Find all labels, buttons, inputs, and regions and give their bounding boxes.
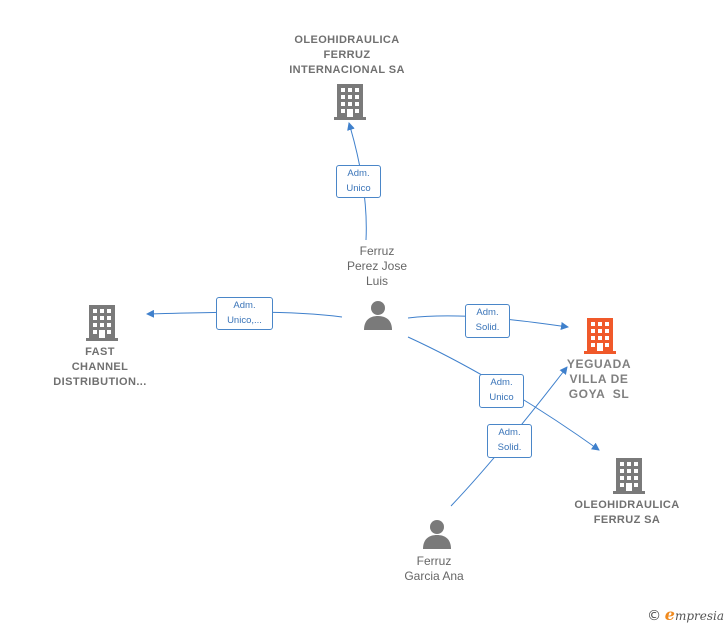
label-line: INTERNACIONAL SA — [289, 64, 405, 76]
edge-label-to-fast-channel[interactable]: Adm. Unico,... — [216, 297, 273, 330]
label-line: Ferruz — [416, 554, 452, 568]
building-icon[interactable] — [613, 458, 645, 494]
edge-label-line: Adm. — [347, 168, 370, 179]
label-line: OLEOHIDRAULICA — [574, 499, 680, 511]
edge-label-line: Adm. — [498, 427, 521, 438]
label-line: OLEOHIDRAULICA — [294, 34, 400, 46]
edge-label-to-internacional[interactable]: Adm. Unico — [336, 165, 381, 198]
brand-watermark: © empresia — [647, 605, 724, 624]
building-icon[interactable] — [86, 305, 118, 341]
edge-label-to-ferruz-sa[interactable]: Adm. Unico — [479, 374, 524, 408]
edge-label-line: Unico — [346, 183, 371, 194]
label-line: DISTRIBUTION... — [53, 376, 147, 388]
label-line: Ferruz — [359, 244, 395, 258]
edge-label-ana-to-yeguada[interactable]: Adm. Solid. — [487, 424, 532, 458]
edge-label-line: Adm. — [476, 307, 499, 318]
label-line: FAST — [85, 346, 115, 358]
brand-name: mpresia — [674, 609, 724, 623]
company-label-fast-channel[interactable]: FAST CHANNEL DISTRIBUTION... — [30, 345, 170, 390]
person-icon[interactable] — [362, 300, 394, 330]
label-line: CHANNEL — [71, 361, 129, 373]
company-label-yeguada[interactable]: YEGUADA VILLA DE GOYA SL — [554, 357, 644, 402]
building-icon[interactable] — [334, 84, 366, 120]
edge-label-to-yeguada[interactable]: Adm. Solid. — [465, 304, 510, 338]
label-line: Garcia Ana — [404, 569, 464, 583]
label-line: Luis — [365, 274, 388, 288]
company-label-ferruz-internacional[interactable]: OLEOHIDRAULICA FERRUZ INTERNACIONAL SA — [277, 33, 417, 78]
building-icon[interactable] — [584, 318, 616, 354]
label-line: FERRUZ — [323, 49, 371, 61]
edge-label-line: Unico — [489, 392, 514, 403]
label-line: Perez Jose — [346, 259, 408, 273]
company-label-ferruz-sa[interactable]: OLEOHIDRAULICA FERRUZ SA — [557, 498, 697, 528]
brand-initial: e — [664, 605, 675, 624]
label-line: VILLA DE — [569, 372, 629, 386]
edge-label-line: Adm. — [490, 377, 513, 388]
person-label-ferruz-perez-jose-luis[interactable]: Ferruz Perez Jose Luis — [322, 244, 432, 289]
edge-label-line: Unico,... — [227, 315, 262, 326]
label-line: FERRUZ SA — [593, 514, 661, 526]
label-line: YEGUADA — [566, 357, 632, 371]
label-line: GOYA SL — [568, 387, 630, 401]
person-icon[interactable] — [421, 519, 453, 549]
edge-label-line: Adm. — [233, 300, 256, 311]
brand-logo: empresia — [665, 605, 724, 624]
edge-label-line: Solid. — [497, 442, 522, 453]
copyright-icon: © — [647, 608, 662, 624]
edge-label-line: Solid. — [475, 322, 500, 333]
person-label-ferruz-garcia-ana[interactable]: Ferruz Garcia Ana — [379, 554, 489, 584]
